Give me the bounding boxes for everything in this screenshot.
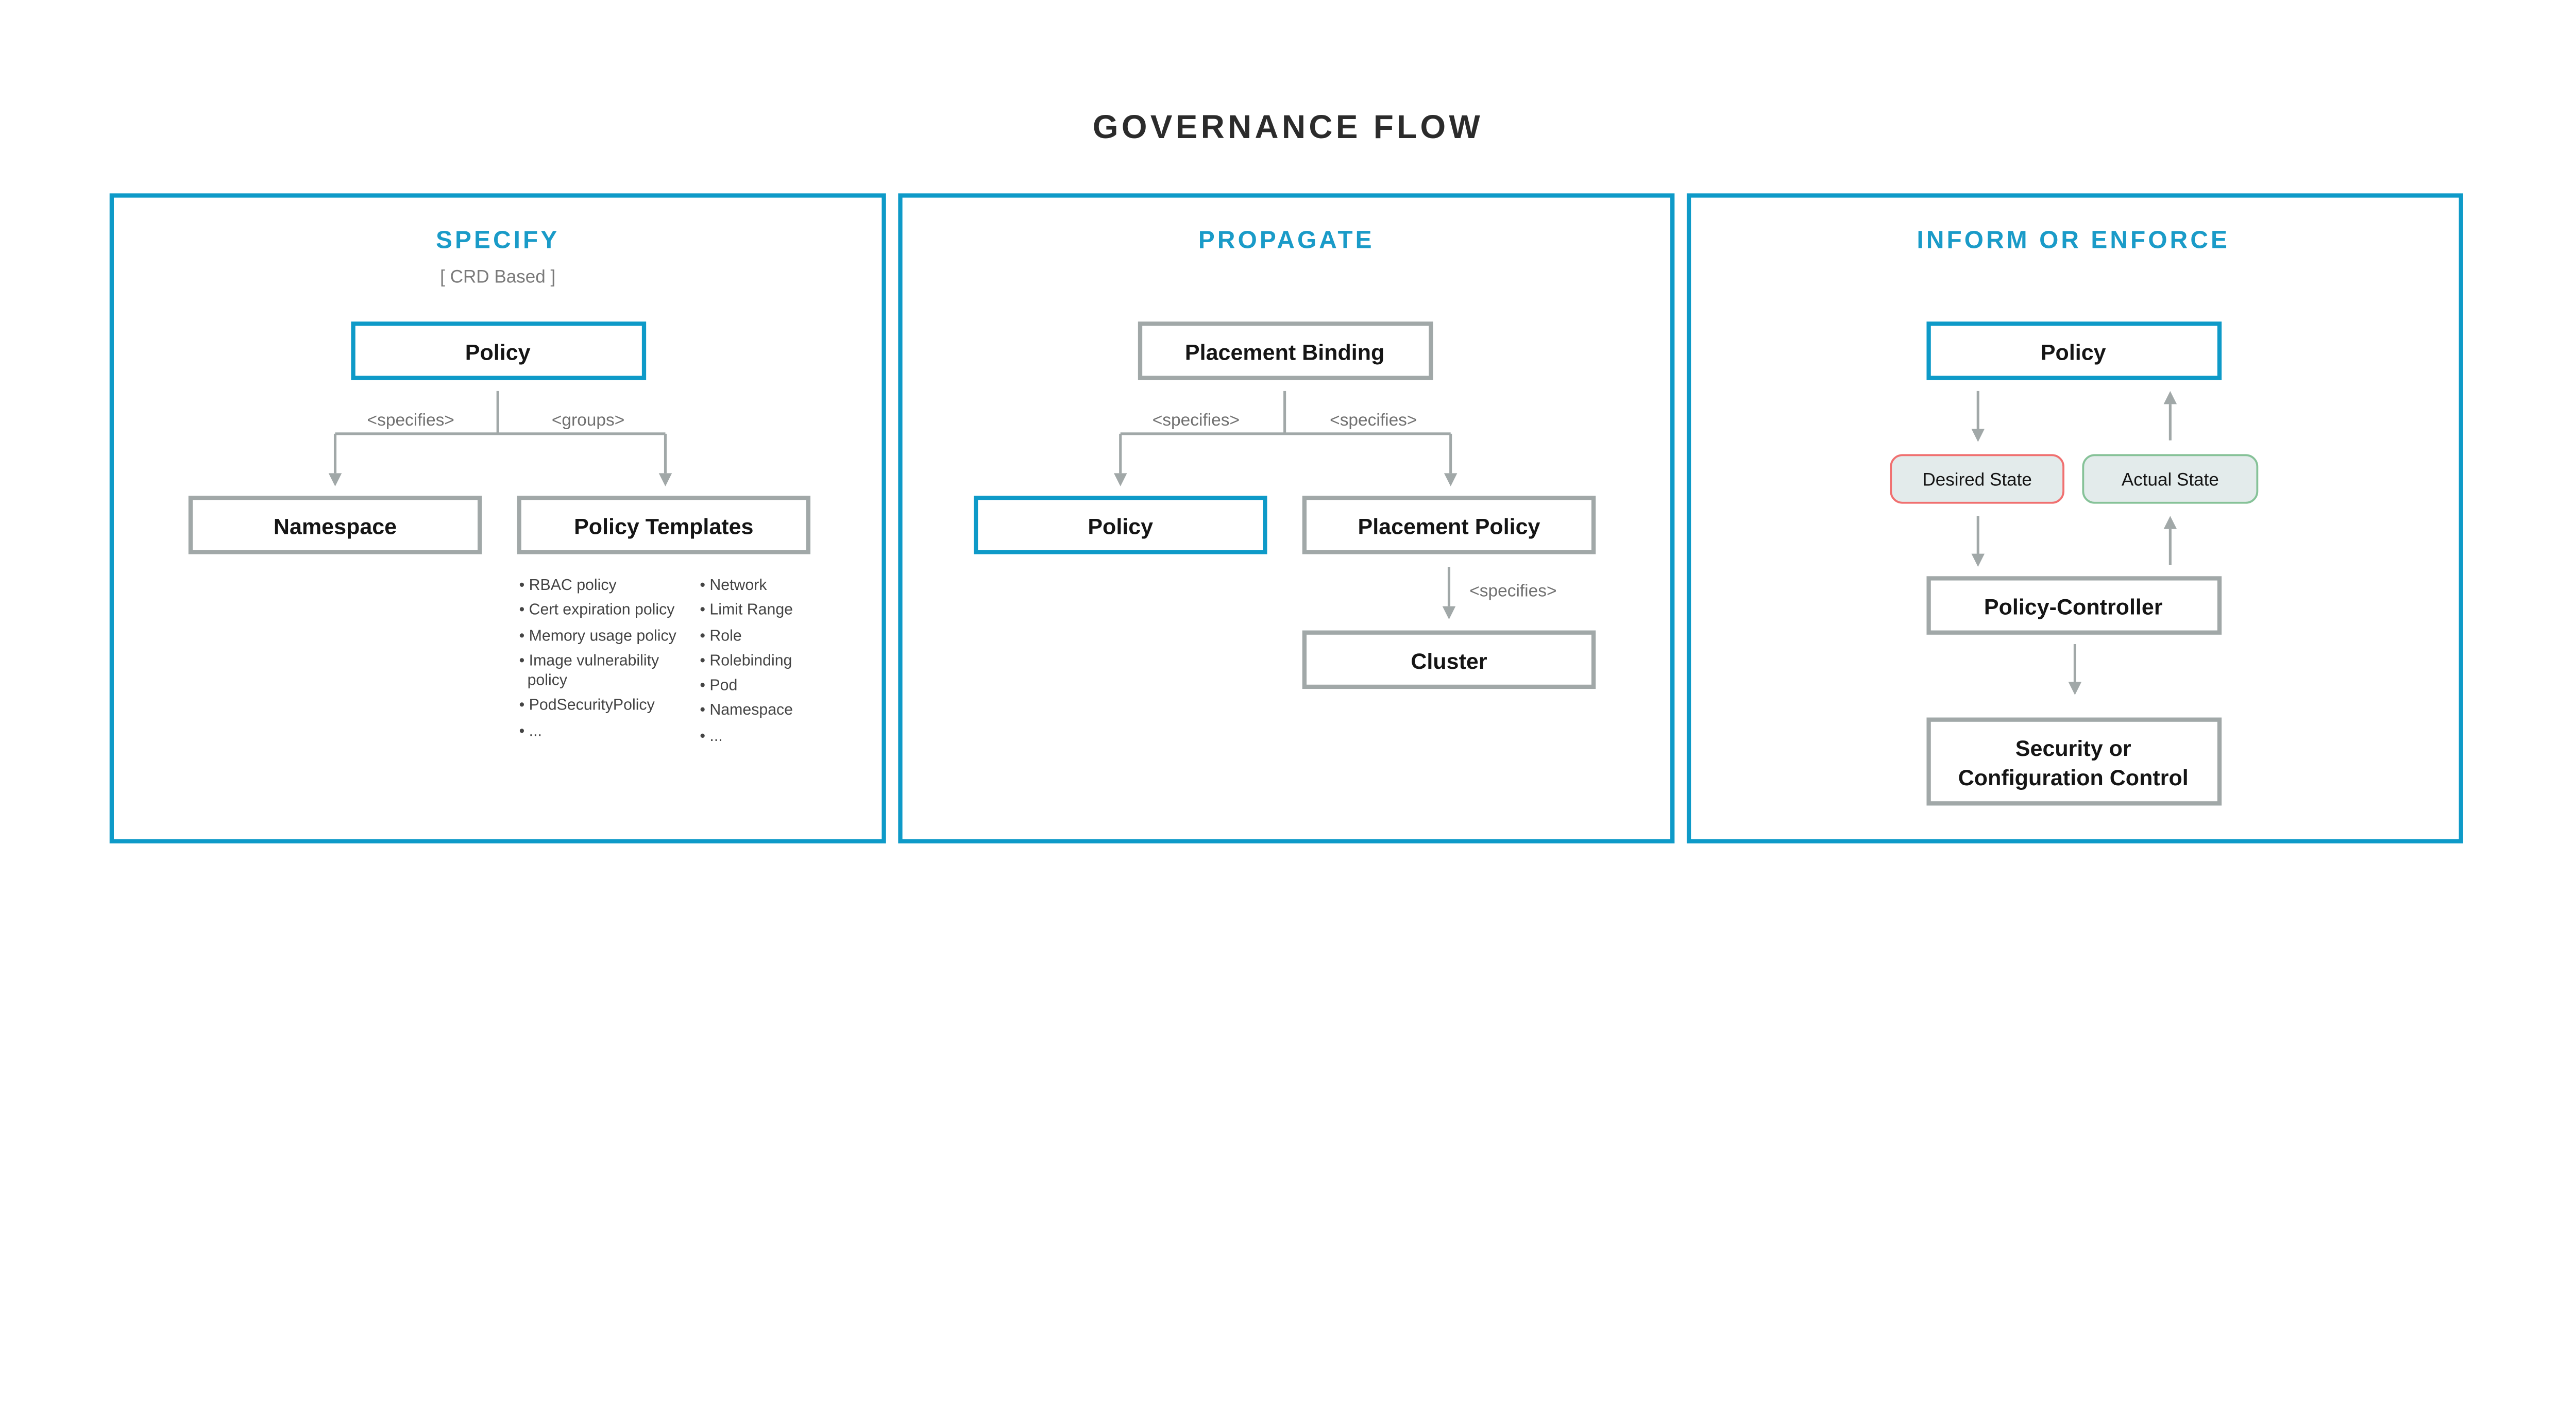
- arrow-down-icon: [658, 473, 672, 486]
- placement-policy-label: Placement Policy: [1358, 514, 1540, 539]
- list-item: Network: [709, 577, 767, 594]
- arrow-down-icon: [1442, 606, 1456, 620]
- groups-label: <groups>: [552, 411, 624, 430]
- security-label-line2: Configuration Control: [1958, 766, 2189, 790]
- arrow-down-icon: [2068, 682, 2082, 695]
- svg-text:• Memory usage policy: • Memory usage policy: [519, 628, 677, 645]
- templates-left-list: • RBAC policy • Cert expiration policy •…: [519, 577, 677, 740]
- propagate-heading: PROPAGATE: [1198, 227, 1375, 254]
- list-item: Rolebinding: [709, 652, 792, 669]
- cluster-label: Cluster: [1411, 649, 1487, 674]
- arrow-down-icon: [1971, 553, 1985, 567]
- list-item: Cert expiration policy: [529, 601, 675, 618]
- security-label-line1: Security or: [2015, 736, 2131, 761]
- policy-box: [351, 322, 647, 380]
- specifies-label: <specifies>: [1330, 411, 1417, 430]
- list-item: RBAC policy: [529, 577, 617, 594]
- list-item: Memory usage policy: [529, 628, 677, 645]
- svg-text:• PodSecurityPolicy: • PodSecurityPolicy: [519, 697, 655, 714]
- svg-text:• RBAC policy: • RBAC policy: [519, 577, 617, 594]
- specify-panel: SPECIFY [ CRD Based ] Policy <specifies>…: [109, 193, 886, 843]
- list-item: Role: [709, 628, 741, 645]
- list-item: ...: [529, 723, 542, 740]
- list-item-continuation: policy: [528, 672, 568, 689]
- inform-heading: INFORM OR ENFORCE: [1917, 227, 2230, 254]
- policy-controller-label: Policy-Controller: [1984, 595, 2163, 620]
- policy-controller-box: [1926, 576, 2222, 635]
- placement-policy-box: [1302, 496, 1596, 554]
- svg-text:• ...: • ...: [519, 723, 542, 740]
- namespace-box: [188, 496, 482, 554]
- svg-text:• Image vulnerability: • Image vulnerability: [519, 652, 659, 669]
- specify-heading: SPECIFY: [436, 227, 560, 254]
- templates-right-list: • Network • Limit Range • Role • Rolebin…: [700, 577, 793, 745]
- desired-state-box: [1890, 454, 2065, 504]
- svg-text:• Role: • Role: [700, 628, 741, 645]
- svg-text:• Pod: • Pod: [700, 677, 737, 694]
- policy-label: Policy: [1088, 514, 1153, 539]
- actual-state-box: [2082, 454, 2259, 504]
- placement-binding-label: Placement Binding: [1185, 340, 1384, 365]
- list-item: PodSecurityPolicy: [529, 697, 655, 714]
- actual-state-label: Actual State: [2122, 469, 2219, 489]
- specifies-label: <specifies>: [1153, 411, 1240, 430]
- policy-templates-label: Policy Templates: [574, 514, 753, 539]
- arrow-down-icon: [328, 473, 342, 486]
- svg-text:• Namespace: • Namespace: [700, 701, 793, 718]
- svg-text:• Limit Range: • Limit Range: [700, 601, 793, 618]
- placement-binding-box: [1138, 322, 1433, 380]
- connector-lines: [1976, 391, 2172, 684]
- policy-label: Policy: [2041, 340, 2106, 365]
- svg-text:• ...: • ...: [700, 728, 722, 745]
- arrow-up-icon: [2163, 516, 2177, 529]
- propagate-panel: PROPAGATE Placement Binding <specifies> …: [898, 193, 1675, 843]
- svg-text:• Network: • Network: [700, 577, 767, 594]
- arrow-down-icon: [1444, 473, 1458, 486]
- list-item: Image vulnerability: [529, 652, 659, 669]
- diagram-title: GOVERNANCE FLOW: [1093, 108, 1483, 145]
- arrow-down-icon: [1971, 429, 1985, 442]
- svg-text:• Rolebinding: • Rolebinding: [700, 652, 792, 669]
- policy-box: [973, 496, 1267, 554]
- list-item: Namespace: [709, 701, 793, 718]
- namespace-label: Namespace: [274, 514, 397, 539]
- crd-based-subtitle: [ CRD Based ]: [440, 266, 555, 286]
- governance-flow-diagram: GOVERNANCE FLOW SPECIFY [ CRD Based ] Po…: [109, 108, 2463, 843]
- connector-lines: [333, 391, 667, 474]
- security-control-box: [1926, 717, 2222, 806]
- arrow-down-icon: [1113, 473, 1127, 486]
- list-item: ...: [709, 728, 722, 745]
- arrow-up-icon: [2163, 391, 2177, 404]
- policy-templates-box: [517, 496, 811, 554]
- inform-enforce-panel: INFORM OR ENFORCE Policy Desired State A…: [1686, 193, 2463, 843]
- list-item: Pod: [709, 677, 737, 694]
- policy-box: [1926, 322, 2222, 380]
- policy-label: Policy: [465, 340, 531, 365]
- specifies-label: <specifies>: [367, 411, 454, 430]
- list-item: Limit Range: [709, 601, 793, 618]
- specifies-label: <specifies>: [1469, 582, 1556, 601]
- connector-lines: [1119, 391, 1452, 606]
- svg-text:• Cert expiration policy: • Cert expiration policy: [519, 601, 675, 618]
- cluster-box: [1302, 630, 1596, 689]
- desired-state-label: Desired State: [1922, 469, 2031, 489]
